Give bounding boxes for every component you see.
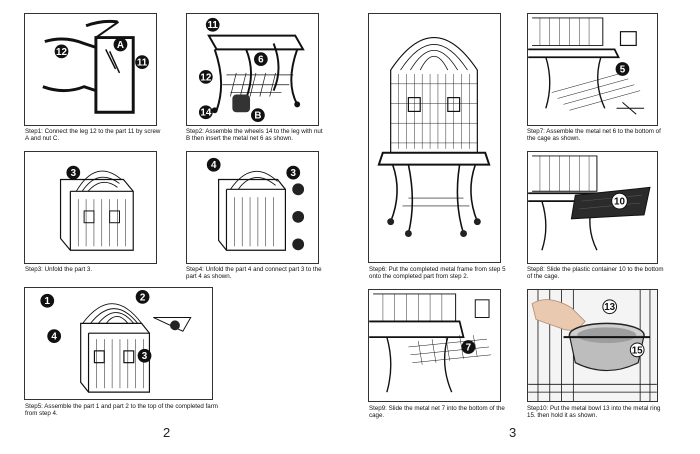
callout-5: 5 <box>620 64 626 75</box>
step2-callouts: 11 6 12 14 B <box>198 17 268 123</box>
step6-illustration <box>377 36 491 237</box>
step4-caption: Step4: Unfold the part 4 and connect par… <box>186 266 322 281</box>
step2-caption: Step2: Assemble the wheels 14 to the leg… <box>186 128 323 143</box>
step8-callouts: 10 <box>611 192 628 210</box>
step5-panel: 1 2 4 3 <box>24 287 213 400</box>
step3-callouts: 3 <box>66 165 81 180</box>
step8-panel: 10 <box>527 151 658 264</box>
step10-panel: 13 15 <box>527 289 658 402</box>
callout-1: 1 <box>45 296 51 307</box>
step9-illustration <box>369 293 492 393</box>
step7-callouts: 5 <box>615 62 630 76</box>
step5-callouts: 1 2 4 3 <box>40 289 152 363</box>
step9-caption: Step9: Slide the metal net 7 into the bo… <box>369 405 505 420</box>
step7-panel: 5 <box>527 13 658 126</box>
step8-illustration <box>528 155 651 251</box>
step1-illustration <box>42 19 135 114</box>
step7-caption: Step7: Assemble the metal net 6 to the b… <box>527 128 661 143</box>
step5-illustration <box>80 303 192 393</box>
step2-illustration <box>207 34 305 114</box>
step1-callouts: 12 A 11 <box>54 37 149 70</box>
callout-7: 7 <box>466 342 472 353</box>
page-number-left: 2 <box>163 425 171 440</box>
step3-caption: Step3: Unfold the part 3. <box>25 266 93 273</box>
step6-caption: Step6: Put the completed metal frame fro… <box>369 266 506 281</box>
callout-2: 2 <box>140 292 146 303</box>
callout-10: 10 <box>614 197 625 208</box>
step10-caption: Step10: Put the metal bowl 13 into the m… <box>527 405 661 420</box>
callout-11: 11 <box>137 58 148 69</box>
step3-illustration <box>59 170 134 251</box>
callout-4: 4 <box>211 160 217 171</box>
step1-panel: 12 A 11 <box>24 13 157 126</box>
step2-panel: 11 6 12 14 B <box>186 13 319 126</box>
step5-caption: Step5: Assemble the part 1 and part 2 to… <box>25 403 218 418</box>
step4-illustration <box>218 170 305 251</box>
callout-15: 15 <box>632 345 643 356</box>
step3-panel: 3 <box>24 151 157 264</box>
callout-12: 12 <box>200 72 211 83</box>
step9-panel: 7 <box>368 289 501 402</box>
callout-a: A <box>117 40 124 51</box>
callout-3: 3 <box>291 168 297 179</box>
callout-4: 4 <box>51 332 57 343</box>
callout-13: 13 <box>604 302 615 313</box>
callout-12: 12 <box>56 47 67 58</box>
callout-3: 3 <box>142 351 148 362</box>
callout-6: 6 <box>258 55 264 66</box>
step1-caption: Step1: Connect the leg 12 to the part 11… <box>25 128 161 143</box>
step8-caption: Step8: Slide the plastic container 10 to… <box>527 266 664 281</box>
step4-panel: 4 3 <box>186 151 319 264</box>
step7-illustration <box>528 17 645 115</box>
callout-14: 14 <box>200 108 211 119</box>
callout-11: 11 <box>208 20 219 31</box>
step9-callouts: 7 <box>461 340 476 354</box>
callout-b: B <box>254 111 261 122</box>
step10-callouts: 13 15 <box>602 299 645 358</box>
callout-3: 3 <box>71 168 77 179</box>
step6-panel <box>368 13 501 263</box>
step4-callouts: 4 3 <box>206 157 301 180</box>
page-number-right: 3 <box>509 425 517 440</box>
